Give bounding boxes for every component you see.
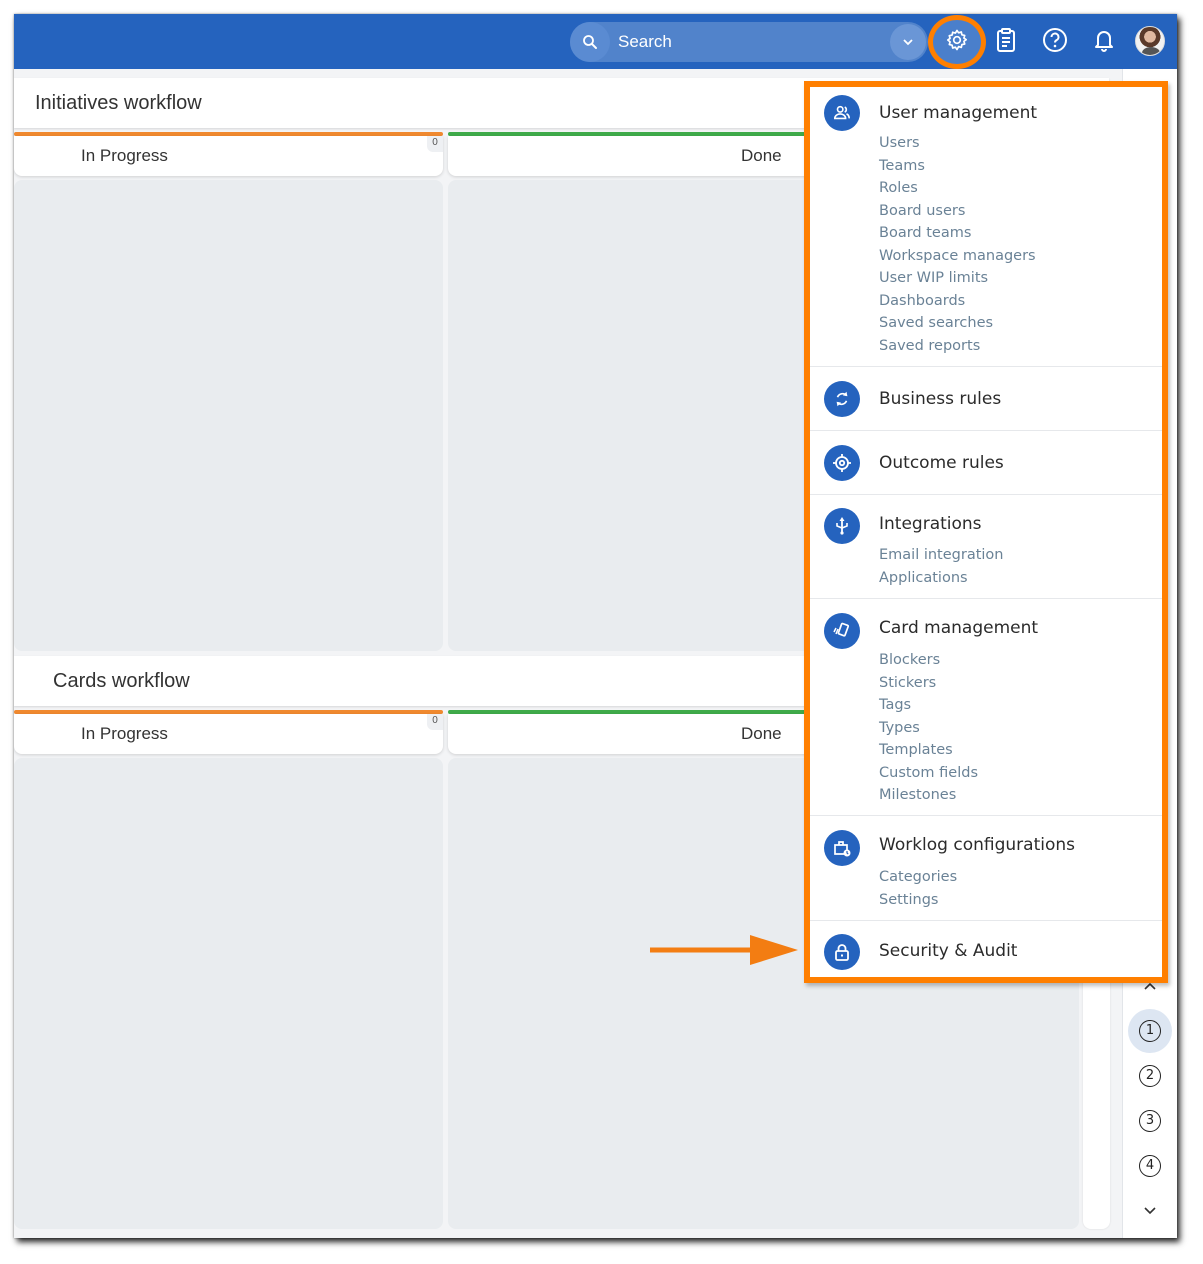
menu-item-board-teams[interactable]: Board teams — [879, 225, 972, 241]
menu-item-settings[interactable]: Settings — [879, 891, 939, 908]
lock-icon — [824, 934, 860, 970]
menu-section-title[interactable]: Outcome rules — [879, 453, 1004, 473]
column-color-bar — [448, 132, 828, 136]
search-options-chevron-icon[interactable] — [890, 24, 926, 60]
menu-item-tags[interactable]: Tags — [879, 697, 912, 713]
card-icon — [824, 613, 860, 649]
menu-item-blockers[interactable]: Blockers — [879, 652, 941, 668]
gear-icon — [945, 28, 969, 57]
lane-nav-down-chevron-icon[interactable] — [1128, 1189, 1172, 1233]
menu-item-teams[interactable]: Teams — [879, 157, 925, 174]
lane-number: 1 — [1139, 1020, 1161, 1042]
users-icon — [824, 95, 860, 131]
menu-section-title[interactable]: Business rules — [879, 389, 1002, 409]
lane-nav-4[interactable]: 4 — [1128, 1144, 1172, 1188]
bell-icon — [1092, 27, 1116, 58]
column-header-done[interactable]: Done — [448, 714, 828, 754]
lane-nav-2[interactable]: 2 — [1128, 1054, 1172, 1098]
menu-item-saved-reports[interactable]: Saved reports — [879, 337, 981, 354]
menu-item-users[interactable]: Users — [879, 135, 920, 151]
top-bar: Search — [14, 14, 1177, 69]
menu-item-applications[interactable]: Applications — [879, 569, 968, 586]
column-color-bar — [14, 132, 443, 136]
menu-section-business-rules[interactable]: Business rules — [810, 367, 1162, 431]
search-input[interactable]: Search — [618, 32, 672, 51]
menu-item-board-users[interactable]: Board users — [879, 202, 966, 219]
menu-section-title[interactable]: User management — [879, 103, 1038, 123]
usb-icon — [824, 508, 860, 544]
lane-title: Cards workflow — [53, 670, 190, 692]
menu-item-types[interactable]: Types — [879, 719, 920, 736]
column-name: In Progress — [81, 146, 168, 165]
search-icon[interactable] — [570, 22, 610, 62]
menu-item-email-integration[interactable]: Email integration — [879, 547, 1004, 563]
menu-item-user-wip-limits[interactable]: User WIP limits — [879, 270, 989, 286]
menu-item-dashboards[interactable]: Dashboards — [879, 292, 966, 309]
column-color-bar — [448, 710, 828, 714]
menu-item-roles[interactable]: Roles — [879, 180, 918, 196]
menu-section-worklog-configurations: Worklog configurations Categories Settin… — [810, 816, 1162, 921]
menu-section-title[interactable]: Security & Audit — [879, 941, 1018, 961]
column-header-in-progress[interactable]: In Progress 0 — [14, 714, 443, 754]
menu-section-integrations: Integrations Email integration Applicati… — [810, 495, 1162, 599]
lane-number: 2 — [1139, 1065, 1161, 1087]
column-header-in-progress[interactable]: In Progress 0 — [14, 136, 443, 176]
column-name: Done — [741, 146, 782, 165]
avatar[interactable] — [1135, 26, 1165, 56]
menu-item-templates[interactable]: Templates — [879, 742, 953, 758]
clipboard-icon — [994, 27, 1018, 58]
menu-section-title[interactable]: Card management — [879, 618, 1039, 638]
notifications-button[interactable] — [1085, 23, 1123, 61]
clipboard-button[interactable] — [987, 23, 1025, 61]
column-body-done[interactable] — [448, 180, 828, 651]
wip-count-badge: 0 — [427, 714, 443, 730]
lane-nav-1[interactable]: 1 — [1128, 1009, 1172, 1053]
help-icon — [1042, 27, 1068, 58]
menu-section-title[interactable]: Integrations — [879, 514, 982, 534]
menu-item-categories[interactable]: Categories — [879, 869, 958, 885]
briefcase-clock-icon — [824, 830, 860, 866]
menu-section-user-management: User management Users Teams Roles Board … — [810, 87, 1162, 367]
target-icon — [824, 445, 860, 481]
menu-section-title[interactable]: Worklog configurations — [879, 835, 1075, 855]
column-name: Done — [741, 724, 782, 743]
settings-button[interactable] — [928, 15, 986, 69]
lane-number: 3 — [1139, 1110, 1161, 1132]
menu-section-card-management: Card management Blockers Stickers Tags T… — [810, 599, 1162, 816]
lane-number: 4 — [1139, 1155, 1161, 1177]
app-window: Search Initiatives — [14, 14, 1177, 1238]
refresh-icon — [824, 381, 860, 417]
settings-menu: User management Users Teams Roles Board … — [804, 81, 1168, 983]
wip-count-badge: 0 — [427, 136, 443, 152]
column-body-in-progress[interactable] — [14, 180, 443, 651]
column-color-bar — [14, 710, 443, 714]
lane-nav-up-chevron-icon[interactable] — [1128, 964, 1172, 1008]
menu-item-milestones[interactable]: Milestones — [879, 787, 957, 803]
menu-item-stickers[interactable]: Stickers — [879, 674, 937, 691]
help-button[interactable] — [1036, 23, 1074, 61]
lane-nav-3[interactable]: 3 — [1128, 1099, 1172, 1143]
menu-section-outcome-rules[interactable]: Outcome rules — [810, 431, 1162, 495]
menu-section-security-audit[interactable]: Security & Audit — [810, 921, 1162, 979]
menu-item-custom-fields[interactable]: Custom fields — [879, 764, 979, 781]
column-name: In Progress — [81, 724, 168, 743]
menu-item-workspace-managers[interactable]: Workspace managers — [879, 247, 1036, 264]
column-header-done[interactable]: Done — [448, 136, 828, 176]
lane-title: Initiatives workflow — [35, 92, 202, 114]
annotation-arrow-icon — [650, 933, 800, 974]
column-body-in-progress[interactable] — [14, 758, 443, 1229]
menu-item-saved-searches[interactable]: Saved searches — [879, 315, 994, 331]
search-box[interactable]: Search — [570, 22, 928, 62]
